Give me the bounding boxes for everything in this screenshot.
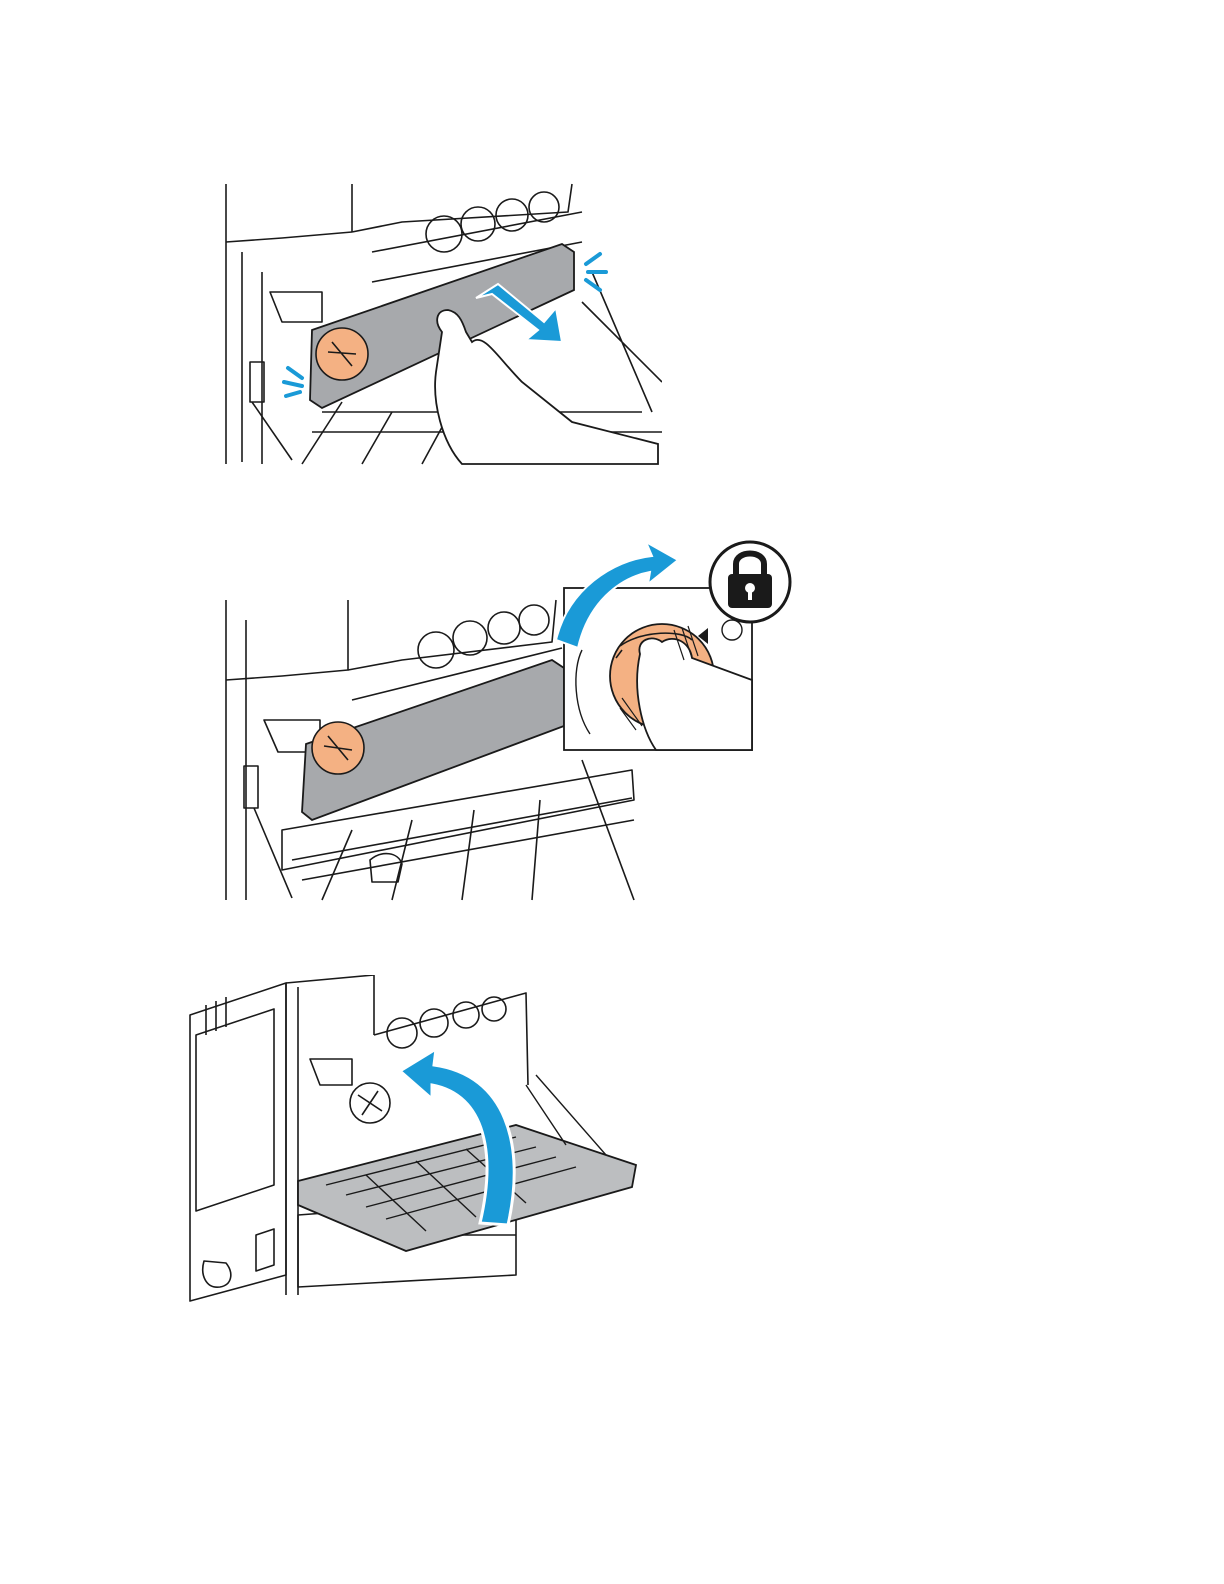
illustration-insert-cartridge (222, 182, 662, 466)
illustration-rotate-lock-knob (222, 530, 796, 904)
lock-knob (312, 722, 364, 774)
lock-knob (316, 328, 368, 380)
click-marks-right (586, 254, 606, 290)
click-marks-left (284, 368, 302, 396)
front-door (298, 1125, 636, 1251)
illustration-close-front-door (186, 975, 640, 1305)
lock-icon (710, 542, 790, 622)
